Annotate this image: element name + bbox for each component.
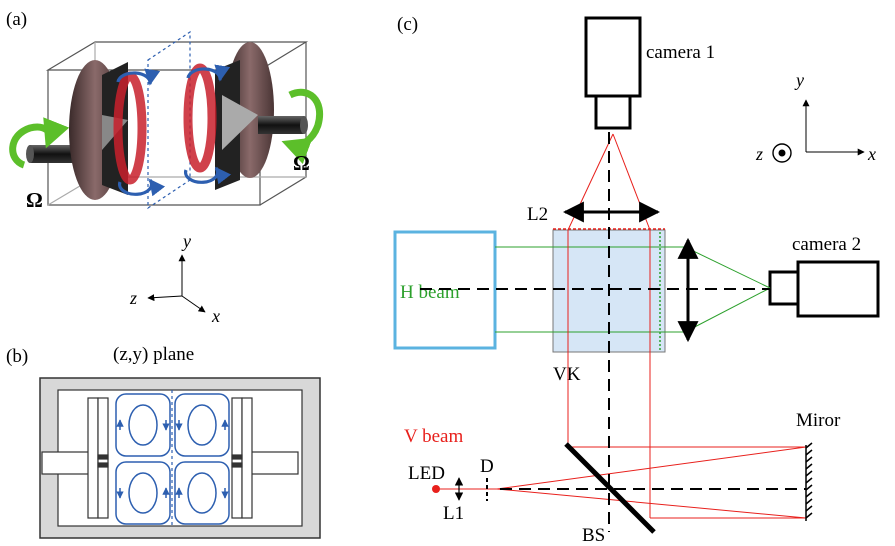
flow-rings <box>113 63 217 185</box>
right-shaft <box>258 116 308 134</box>
optical-axis <box>420 132 806 532</box>
vortex-arrows <box>116 64 232 197</box>
camera-2-label: camera 2 <box>792 234 861 255</box>
rotation-arrow-right <box>281 88 323 164</box>
panel-a-label: (a) <box>6 9 27 30</box>
diaphragm-label: D <box>480 456 494 477</box>
panel-b-title: (z,y) plane <box>113 344 194 365</box>
axes-a <box>147 254 206 313</box>
axis-c-z: z <box>755 144 763 164</box>
panel-b: (b) (z,y) plane <box>6 344 321 539</box>
vortex-cells <box>115 393 230 525</box>
green-beam <box>495 232 771 350</box>
h-beam-label: H beam <box>400 282 460 303</box>
right-impeller-b <box>231 397 253 519</box>
camera-2 <box>768 260 880 318</box>
right-disk <box>215 42 274 190</box>
bs-label: BS <box>582 525 605 546</box>
axis-a-z: z <box>129 288 137 308</box>
panel-a: (a) <box>6 9 323 326</box>
led <box>432 485 440 493</box>
mirror <box>805 442 813 521</box>
v-beam-label: V beam <box>404 426 463 447</box>
lens-l2-label: L2 <box>527 204 548 225</box>
panel-b-label: (b) <box>6 346 28 367</box>
led-label: LED <box>408 463 445 484</box>
lens-l1-label: L1 <box>443 503 464 524</box>
axis-c-x: x <box>867 144 876 164</box>
camera-1-label: camera 1 <box>646 42 715 63</box>
axis-c-y: y <box>794 70 804 90</box>
axis-a-y: y <box>181 231 191 251</box>
mirror-label: Miror <box>796 410 841 431</box>
beam-splitter <box>564 442 656 534</box>
omega-left-label: Ω <box>26 188 43 212</box>
panel-c-label: (c) <box>397 14 418 35</box>
left-impeller-b <box>87 397 109 519</box>
vk-label: VK <box>553 364 581 385</box>
axes-c <box>772 99 865 163</box>
panel-c: (c) camera 1 camera 2 y z x VK H beam <box>393 14 880 546</box>
camera-1 <box>584 16 642 130</box>
rotation-arrow-left <box>9 117 70 169</box>
left-shaft <box>26 145 80 163</box>
axis-a-x: x <box>211 306 220 326</box>
omega-right-label: Ω <box>293 151 310 175</box>
